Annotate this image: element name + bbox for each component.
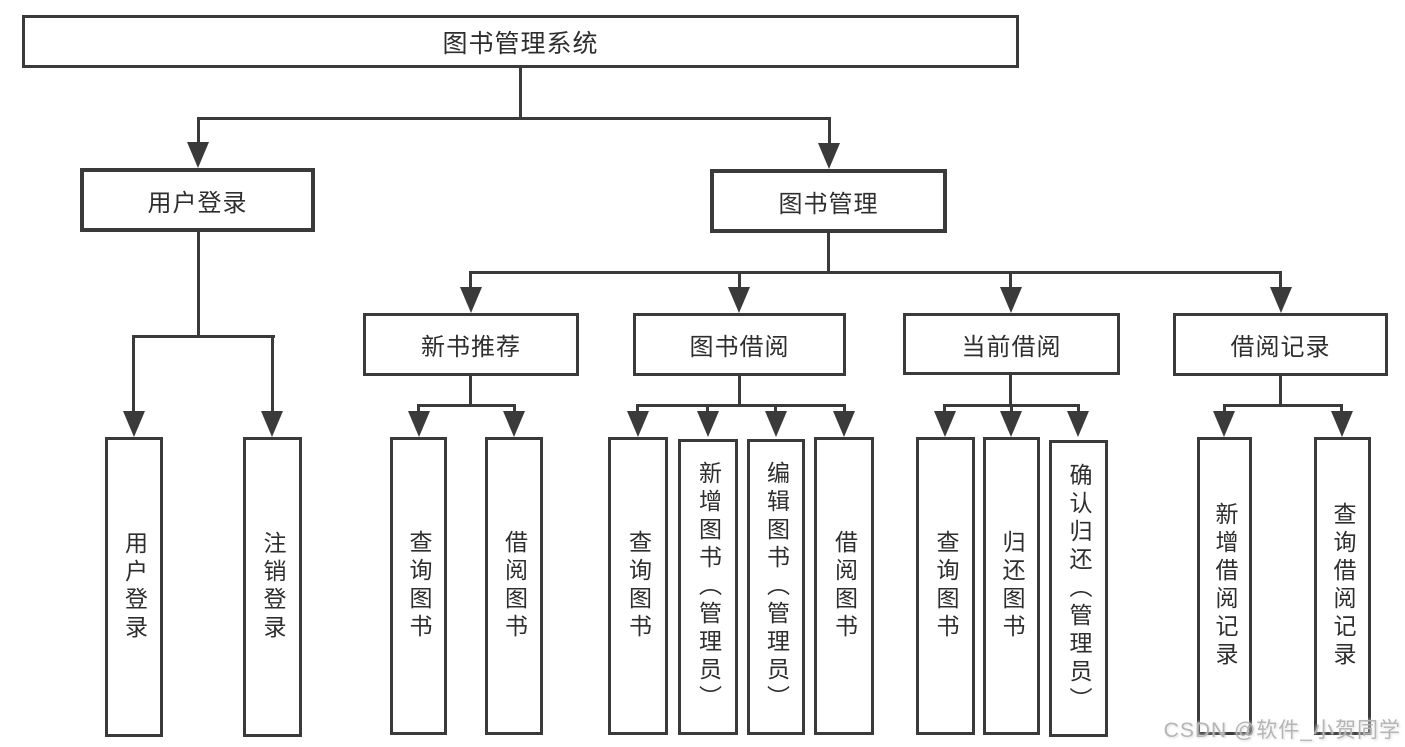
node-library-system-label: 图书管理系统 [442, 29, 599, 58]
connector-line [636, 404, 846, 407]
node-book-management-label: 图书管理 [778, 190, 879, 218]
leaf-query-books-current: 查询图书 [916, 437, 975, 735]
connector-line [828, 117, 831, 147]
leaf-query-borrow-record: 查询借阅记录 [1314, 437, 1371, 735]
node-user-login-label: 用户登录 [147, 189, 248, 217]
connector-arrowhead [460, 287, 482, 313]
connector-arrowhead [503, 411, 525, 437]
connector-arrowhead [833, 411, 855, 437]
leaf-borrow-books-recommend-label: 借阅图书 [501, 530, 528, 642]
connector-line [774, 404, 777, 417]
connector-line [738, 271, 741, 291]
leaf-borrow-books: 借阅图书 [814, 437, 874, 735]
leaf-logout-label: 注销登录 [260, 531, 286, 643]
leaf-borrow-books-recommend: 借阅图书 [485, 437, 543, 735]
leaf-confirm-return-admin: 确认归还（管理员） [1049, 440, 1108, 737]
connector-arrowhead [627, 411, 649, 437]
connector-line [469, 271, 1282, 274]
connector-arrowhead [728, 287, 750, 313]
node-book-borrowing: 图书借阅 [633, 313, 846, 376]
connector-line [738, 376, 741, 407]
connector-arrowhead [1000, 287, 1022, 313]
connector-line [1279, 271, 1282, 291]
connector-line [132, 335, 135, 415]
leaf-edit-books-admin: 编辑图书（管理员） [747, 439, 805, 735]
connector-arrowhead [697, 411, 719, 437]
connector-line [706, 404, 709, 417]
leaf-query-books-borrowing-label: 查询图书 [625, 530, 652, 642]
connector-line [636, 404, 639, 417]
connector-arrowhead [123, 411, 145, 437]
connector-line [1010, 404, 1013, 417]
connector-arrowhead [408, 411, 430, 437]
node-current-borrowing-label: 当前借阅 [961, 333, 1062, 361]
connector-line [271, 335, 274, 415]
node-current-borrowing: 当前借阅 [903, 313, 1120, 375]
node-library-system: 图书管理系统 [22, 15, 1019, 68]
leaf-user-login-label: 用户登录 [121, 531, 148, 643]
connector-line [1077, 404, 1080, 417]
connector-line [513, 404, 516, 417]
leaf-query-borrow-record-label: 查询借阅记录 [1330, 502, 1356, 670]
connector-arrowhead [934, 411, 956, 437]
connector-arrowhead [187, 142, 209, 168]
leaf-query-books-recommend: 查询图书 [390, 437, 447, 735]
leaf-edit-books-admin-label: 编辑图书（管理员） [763, 461, 790, 713]
connector-line [1223, 404, 1226, 417]
leaf-query-books-borrowing: 查询图书 [608, 437, 668, 735]
connector-line [197, 232, 200, 338]
node-borrowing-records: 借阅记录 [1173, 313, 1388, 376]
leaf-confirm-return-admin-label: 确认归还（管理员） [1066, 462, 1092, 715]
connector-line [469, 271, 472, 291]
leaf-add-borrow-record: 新增借阅记录 [1197, 437, 1252, 735]
connector-line [132, 335, 275, 338]
connector-arrowhead [1331, 411, 1353, 437]
leaf-logout: 注销登录 [243, 437, 302, 737]
leaf-query-books-current-label: 查询图书 [933, 530, 959, 642]
leaf-query-books-recommend-label: 查询图书 [406, 530, 432, 642]
connector-arrowhead [765, 411, 787, 437]
node-user-login: 用户登录 [80, 168, 315, 232]
connector-arrowhead [1067, 411, 1089, 437]
connector-line [1009, 271, 1012, 291]
connector-line [197, 117, 200, 147]
leaf-add-books-admin: 新增图书（管理员） [678, 439, 738, 735]
leaf-return-books-label: 归还图书 [999, 530, 1025, 642]
watermark: CSDN @软件_小贺同学 [1163, 719, 1401, 742]
connector-line [417, 404, 516, 407]
connector-line [417, 404, 420, 417]
connector-line [843, 404, 846, 417]
connector-line [943, 404, 946, 417]
leaf-add-borrow-record-label: 新增借阅记录 [1212, 502, 1238, 670]
node-new-book-recommend: 新书推荐 [363, 313, 579, 376]
connector-line [827, 233, 830, 274]
node-book-management: 图书管理 [710, 169, 947, 233]
connector-line [1340, 404, 1343, 417]
connector-line [1223, 404, 1343, 407]
connector-arrowhead [261, 411, 283, 437]
connector-line [519, 68, 522, 118]
connector-line [197, 117, 831, 120]
leaf-return-books: 归还图书 [983, 437, 1040, 735]
connector-arrowhead [1213, 411, 1235, 437]
connector-arrowhead [1000, 411, 1022, 437]
connector-line [1279, 376, 1282, 407]
connector-line [1009, 375, 1012, 407]
leaf-borrow-books-label: 借阅图书 [831, 530, 858, 642]
leaf-add-books-admin-label: 新增图书（管理员） [695, 461, 722, 713]
connector-line [469, 376, 472, 407]
node-new-book-recommend-label: 新书推荐 [421, 334, 521, 361]
leaf-user-login: 用户登录 [105, 437, 163, 737]
connector-arrowhead [818, 143, 840, 169]
node-book-borrowing-label: 图书借阅 [689, 334, 790, 361]
node-borrowing-records-label: 借阅记录 [1230, 334, 1331, 361]
connector-arrowhead [1270, 287, 1292, 313]
